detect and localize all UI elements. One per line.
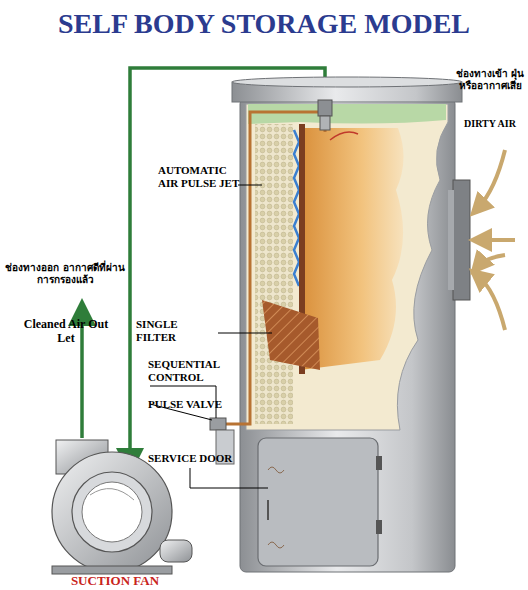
part-label: SERVICE DOOR [148, 452, 248, 465]
collector-shell [240, 98, 455, 572]
inlet-label: DIRTY AIR [452, 118, 528, 130]
single-filter-element [262, 300, 320, 370]
inlet-flange [448, 190, 454, 290]
door-hinge [376, 456, 382, 470]
lid-rim [232, 77, 462, 87]
pulse-valve [210, 418, 226, 430]
leader-line [150, 386, 216, 387]
inlet-label-thai: ช่องทางเข้า ฝุ่นหรืออากาศเสีย [452, 68, 528, 91]
door-clamp [268, 467, 284, 473]
fan-inlet [72, 472, 152, 552]
dirty-air-arrow [480, 238, 515, 242]
part-label: SEQUENTIAL CONTROL [148, 358, 228, 383]
pulse-jet-pipe [226, 112, 325, 424]
inlet-duct [453, 180, 470, 300]
cutaway-interior [246, 104, 448, 430]
fan-shading [90, 489, 134, 500]
filter-pleats [294, 130, 299, 286]
filter-media [255, 124, 293, 424]
fan-base [52, 566, 172, 574]
fan-label: SUCTION FAN [50, 574, 180, 589]
leader-line [190, 468, 268, 488]
service-door [258, 438, 378, 566]
door-hinge [376, 520, 382, 534]
fan-motor [160, 540, 192, 562]
diagram-title: SELF BODY STORAGE MODEL [0, 8, 528, 40]
part-label: AUTOMATIC AIR PULSE JET [158, 164, 240, 189]
clean-air-plenum [248, 104, 446, 124]
dirty-air-arrow [478, 150, 505, 208]
outlet-label-thai: ช่องทางออก อากาศดีที่ผ่าน การกรองแล้ว [4, 262, 126, 285]
dirty-air-arrow [478, 255, 505, 266]
pulse-nozzle-body [320, 116, 330, 130]
pulse-flow-mark [330, 132, 358, 140]
pulse-nozzle [318, 100, 332, 116]
part-label: PULSE VALVE [148, 398, 228, 411]
fan-inlet-ring [82, 482, 142, 542]
door-clamp [268, 542, 284, 548]
outlet-label: Cleaned Air Out Let [14, 318, 118, 346]
part-label: SINGLE FILTER [136, 318, 220, 343]
dirty-air-arrow [478, 276, 505, 330]
leader-line [218, 333, 272, 334]
door-handle [267, 500, 269, 520]
leader-line [238, 185, 262, 186]
fan-housing [52, 452, 172, 572]
